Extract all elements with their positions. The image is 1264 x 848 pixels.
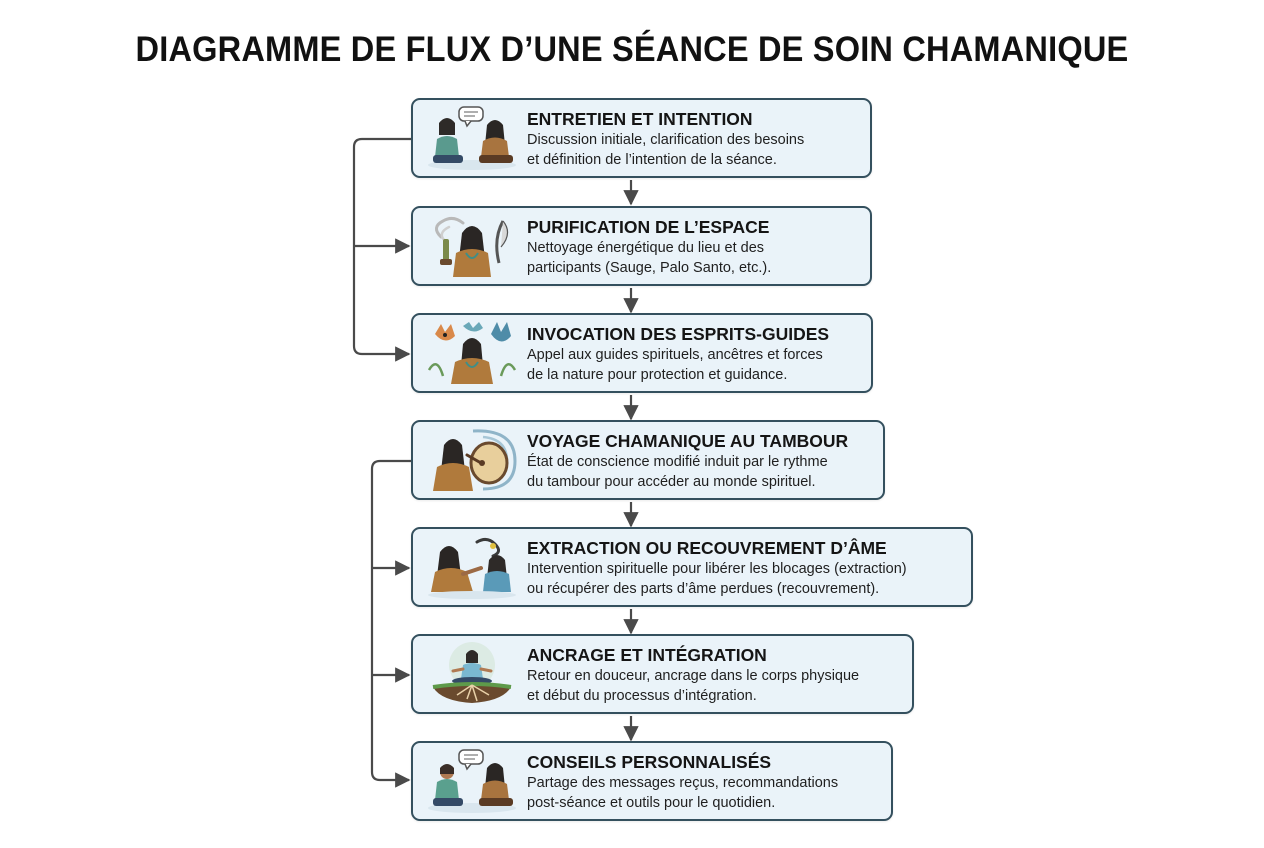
step-4-title: VOYAGE CHAMANIQUE AU TAMBOUR [527, 431, 849, 451]
step-3-description: Appel aux guides spirituels, ancêtres et… [527, 347, 823, 383]
step-5-title: EXTRACTION OU RECOUVREMENT D’ÂME [527, 538, 887, 558]
step-box-2: PURIFICATION DE L’ESPACE Nettoyage énerg… [411, 206, 872, 286]
smudging-illustration-icon [435, 216, 509, 277]
step-box-7: CONSEILS PERSONNALISÉS Partage des messa… [411, 741, 893, 821]
step-box-3: INVOCATION DES ESPRITS-GUIDES Appel aux … [411, 313, 873, 393]
page-title: DIAGRAMME DE FLUX D’UNE SÉANCE DE SOIN C… [135, 30, 1129, 69]
step-2-description: Nettoyage énergétique du lieu et des par… [527, 240, 772, 276]
step-7-title: CONSEILS PERSONNALISÉS [527, 752, 772, 772]
step-box-5: EXTRACTION OU RECOUVREMENT D’ÂME Interve… [411, 527, 973, 607]
step-7-description: Partage des messages reçus, recommandati… [527, 775, 839, 811]
step-box-6: ANCRAGE ET INTÉGRATION Retour en douceur… [411, 634, 914, 714]
step-3-title: INVOCATION DES ESPRITS-GUIDES [527, 324, 830, 344]
step-4-description: État de conscience modifié induit par le… [527, 454, 828, 490]
conversation-illustration-icon [428, 106, 516, 170]
step-1-description: Discussion initiale, clarification des b… [527, 132, 805, 168]
step-1-title: ENTRETIEN ET INTENTION [527, 109, 753, 129]
drum-illustration-icon [433, 429, 517, 491]
step-5-description: Intervention spirituelle pour libérer le… [527, 561, 907, 597]
healing-illustration-icon [428, 537, 516, 599]
grounding-illustration-icon [432, 642, 512, 703]
advice-illustration-icon [428, 749, 516, 813]
spirit-animals-illustration-icon [427, 322, 517, 384]
step-6-title: ANCRAGE ET INTÉGRATION [527, 645, 767, 665]
loop-2 [370, 459, 411, 788]
step-box-4: VOYAGE CHAMANIQUE AU TAMBOUR État de con… [411, 420, 885, 500]
step-6-description: Retour en douceur, ancrage dans le corps… [527, 668, 860, 704]
step-2-title: PURIFICATION DE L’ESPACE [527, 217, 770, 237]
step-box-1: ENTRETIEN ET INTENTION Discussion initia… [411, 98, 872, 178]
